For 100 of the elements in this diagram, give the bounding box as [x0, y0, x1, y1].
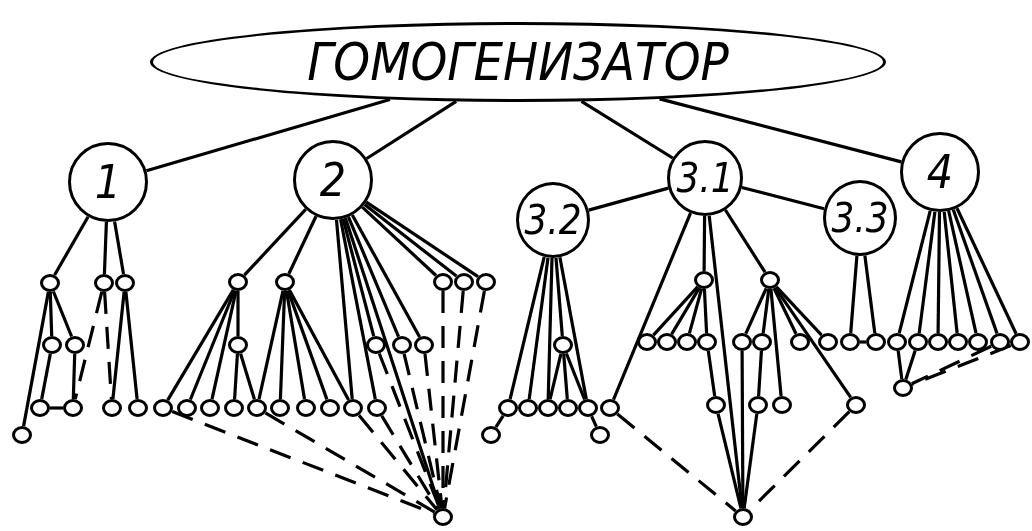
junction-circle	[590, 426, 610, 444]
connector-line	[706, 350, 717, 397]
connector-line	[652, 285, 699, 337]
connector-line	[51, 290, 74, 338]
connector-line	[670, 287, 701, 335]
connector-line	[239, 353, 256, 400]
connector-line	[341, 218, 376, 337]
connector-line	[257, 290, 285, 400]
connector-line	[243, 208, 307, 277]
connector-line	[22, 291, 50, 427]
connector-line	[774, 286, 852, 399]
connector-line	[947, 210, 978, 334]
junction-circle	[772, 396, 792, 414]
junction-circle	[343, 399, 363, 417]
junction-circle	[697, 333, 717, 351]
dashed-connector	[616, 412, 737, 513]
junction-circle	[433, 508, 453, 526]
junction-circle	[538, 399, 558, 417]
connector-line	[546, 257, 554, 400]
junction-circle	[177, 399, 197, 417]
node-label: 1	[94, 159, 122, 205]
connector-line	[548, 353, 563, 400]
node-label: 3.1	[676, 158, 734, 198]
connector-line	[102, 221, 108, 275]
junction-circle	[42, 336, 62, 354]
connector-line	[334, 219, 354, 400]
connector-line	[955, 207, 1018, 335]
connector-line	[288, 289, 350, 401]
connector-line	[343, 217, 442, 509]
connector-line	[742, 413, 759, 509]
connector-line	[53, 215, 90, 276]
connector-line	[365, 200, 479, 278]
connector-line	[951, 209, 999, 334]
dashed-connector	[423, 353, 444, 509]
connector-line	[284, 290, 307, 400]
junction-circle	[846, 396, 866, 414]
connector-line	[339, 219, 377, 400]
connector-line	[761, 288, 771, 334]
junction-circle	[30, 399, 50, 417]
junction-circle	[275, 273, 295, 291]
connector-line	[508, 256, 546, 400]
junction-circle	[887, 333, 907, 351]
junction-circle	[752, 333, 772, 351]
connector-line	[702, 288, 709, 334]
connector-line	[716, 413, 743, 509]
junction-circle	[367, 399, 387, 417]
junction-circle	[637, 333, 657, 351]
junction-circle	[866, 333, 886, 351]
dashed-connector	[357, 414, 439, 511]
connector-line	[612, 212, 692, 401]
junction-circle	[578, 399, 598, 417]
junction-circle	[153, 399, 173, 417]
junction-circle	[366, 336, 386, 354]
junction-circle	[128, 399, 148, 417]
junction-circle	[392, 336, 412, 354]
connector-line	[897, 210, 932, 334]
connector-line	[554, 257, 564, 337]
junction-circle	[790, 333, 810, 351]
connector-line	[494, 414, 505, 429]
junction-circle	[224, 399, 244, 417]
connector-line	[365, 100, 458, 160]
connector-line	[724, 209, 767, 274]
connector-line	[744, 287, 768, 335]
junction-circle	[228, 336, 248, 354]
junction-circle	[63, 399, 83, 417]
junction-circle	[818, 333, 838, 351]
junction-circle	[270, 399, 290, 417]
junction-circle	[558, 399, 578, 417]
junction-circle	[433, 273, 453, 291]
connector-line	[896, 350, 904, 380]
connector-line	[564, 352, 587, 401]
junction-circle	[518, 399, 538, 417]
junction-circle	[990, 333, 1010, 351]
dashed-connector	[73, 291, 104, 400]
connector-line	[590, 415, 598, 428]
connector-line	[363, 203, 458, 278]
junction-circle	[40, 274, 60, 292]
junction-circle	[115, 274, 135, 292]
dashed-connector	[380, 415, 440, 510]
node-label: ГОМОГЕНИЗАТОР	[307, 36, 729, 88]
junction-circle	[760, 271, 780, 289]
connector-line	[860, 340, 866, 344]
connector-line	[50, 406, 63, 410]
junction-circle	[414, 336, 434, 354]
connector-line	[124, 291, 139, 400]
connector-line	[904, 350, 917, 380]
connector-line	[757, 350, 763, 397]
connector-line	[702, 216, 707, 271]
dashed-connector	[264, 411, 436, 514]
dashed-connector	[911, 344, 1012, 386]
junction-circle	[893, 379, 913, 397]
junction-circle	[553, 336, 573, 354]
junction-circle	[1010, 333, 1030, 351]
junction-circle	[228, 273, 248, 291]
junction-circle	[600, 399, 620, 417]
junction-circle	[320, 399, 340, 417]
connector-line	[849, 255, 859, 334]
dashed-connector	[443, 290, 486, 509]
junction-circle	[748, 396, 768, 414]
connector-line	[233, 353, 239, 400]
